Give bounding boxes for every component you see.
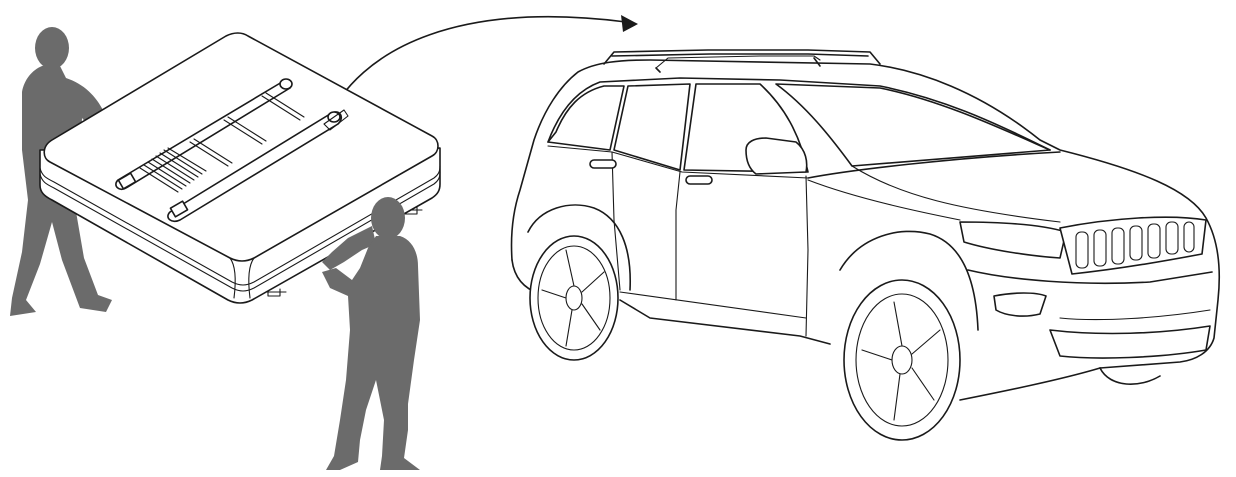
front-wheel-icon (843, 279, 961, 441)
person-right-icon (322, 197, 420, 470)
rooftop-tent-box-icon (39, 32, 441, 304)
grille-slots-icon (1075, 221, 1195, 269)
telescopic-ladder-icon (115, 78, 349, 223)
suv-car-icon (510, 49, 1221, 441)
rear-wheel-icon (529, 235, 619, 361)
roof-rack-icon (603, 49, 881, 73)
